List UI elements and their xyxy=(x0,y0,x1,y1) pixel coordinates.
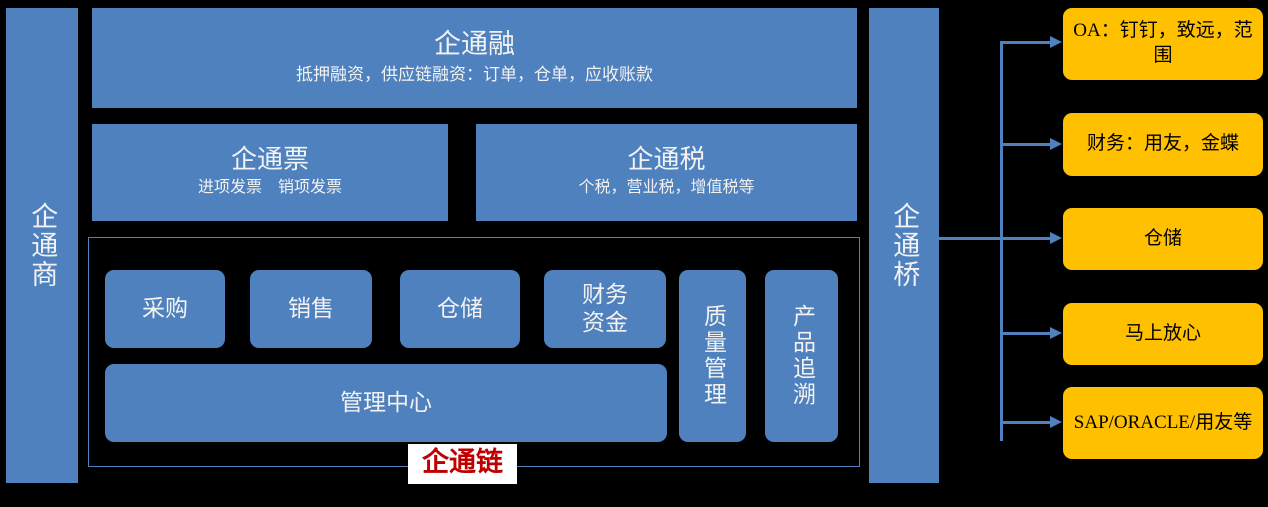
module-chanpinzhuisu-label: 产品追溯 xyxy=(789,304,815,408)
external-system-box[interactable]: 财务：用友，金蝶 xyxy=(1063,113,1263,176)
arrow-head-icon-1 xyxy=(1050,138,1062,150)
panel-qitongpiao[interactable]: 企通票 进项发票 销项发票 xyxy=(92,124,448,221)
arrow-head-icon-3 xyxy=(1050,327,1062,339)
connector-branch-0 xyxy=(1000,41,1052,44)
module-caiwuzijin[interactable]: 财务 资金 xyxy=(544,270,666,348)
panel-qitongshui-title: 企通税 xyxy=(627,145,706,175)
panel-qitongpiao-title: 企通票 xyxy=(230,145,309,175)
module-cangchu[interactable]: 仓储 xyxy=(400,270,520,348)
module-zhiliangguanli[interactable]: 质量管理 xyxy=(679,270,746,442)
arrow-head-icon-0 xyxy=(1050,36,1062,48)
panel-qitongpiao-subtitle: 进项发票 销项发票 xyxy=(197,178,342,196)
left-pillar-qitongshang[interactable]: 企通商 xyxy=(6,8,78,483)
connector-branch-4 xyxy=(1000,421,1052,424)
module-caigou[interactable]: 采购 xyxy=(105,270,225,348)
external-system-box[interactable]: OA：钉钉，致远，范围 xyxy=(1063,8,1263,80)
arrow-head-icon-2 xyxy=(1050,232,1062,244)
module-xiaoshou[interactable]: 销售 xyxy=(250,270,372,348)
panel-qitongshui-subtitle: 个税，营业税，增值税等 xyxy=(578,178,755,196)
external-system-box[interactable]: 仓储 xyxy=(1063,208,1263,270)
right-pillar-label: 企通桥 xyxy=(889,202,920,289)
qitonglian-title-label: 企通链 xyxy=(408,444,517,484)
connector-branch-2 xyxy=(1000,237,1052,240)
panel-qitongshui[interactable]: 企通税 个税，营业税，增值税等 xyxy=(476,124,857,221)
external-system-box[interactable]: 马上放心 xyxy=(1063,303,1263,365)
connector-trunk xyxy=(1000,41,1003,441)
arrow-head-icon-4 xyxy=(1050,416,1062,428)
right-pillar-qitongqiao[interactable]: 企通桥 xyxy=(869,8,939,483)
panel-qitongrong[interactable]: 企通融 抵押融资，供应链融资：订单，仓单，应收账款 xyxy=(92,8,857,108)
connector-branch-3 xyxy=(1000,332,1052,335)
module-chanpinzhuisu[interactable]: 产品追溯 xyxy=(765,270,838,442)
panel-qitongrong-subtitle: 抵押融资，供应链融资：订单，仓单，应收账款 xyxy=(296,64,653,84)
left-pillar-label: 企通商 xyxy=(27,202,58,289)
module-zhiliangguanli-label: 质量管理 xyxy=(700,304,726,408)
module-guanlizhongxin[interactable]: 管理中心 xyxy=(105,364,667,442)
external-system-box[interactable]: SAP/ORACLE/用友等 xyxy=(1063,387,1263,459)
connector-branch-1 xyxy=(1000,143,1052,146)
panel-qitongrong-title: 企通融 xyxy=(434,28,515,59)
connector-stem xyxy=(939,237,1003,240)
